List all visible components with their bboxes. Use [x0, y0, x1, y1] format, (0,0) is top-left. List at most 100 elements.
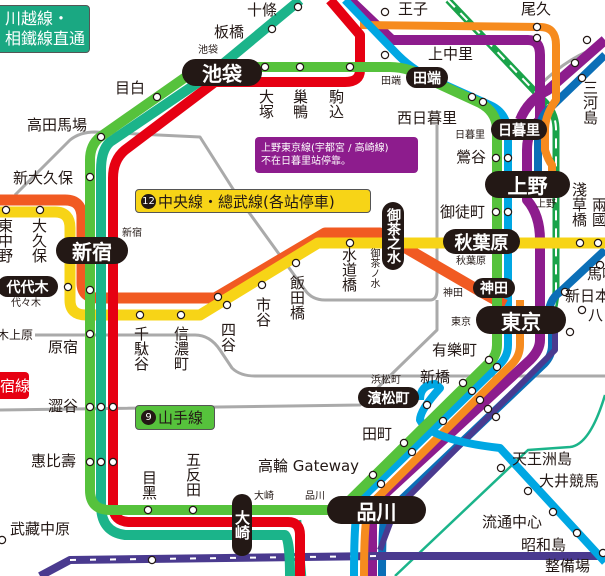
- station-dot[interactable]: [565, 327, 575, 337]
- station-dot[interactable]: [257, 280, 267, 290]
- station-dot[interactable]: [598, 548, 605, 558]
- station-dot[interactable]: [380, 7, 390, 17]
- station-nishinippori[interactable]: 西日暮里: [397, 109, 458, 127]
- station-musashi-nakahara[interactable]: 武藏中原: [10, 520, 71, 538]
- station-kanda[interactable]: 神田: [473, 278, 515, 298]
- station-osaki[interactable]: 大崎: [232, 494, 252, 556]
- station-dot[interactable]: [35, 205, 45, 215]
- station-shinjuku[interactable]: 新宿: [56, 237, 128, 264]
- station-otsuka[interactable]: 大塚: [257, 89, 275, 119]
- station-seibijo[interactable]: 整備場: [545, 557, 591, 575]
- station-shinanomachi[interactable]: 信濃町: [172, 326, 190, 371]
- station-dot[interactable]: [85, 457, 95, 467]
- station-yurakucho[interactable]: 有樂町: [432, 341, 478, 359]
- station-komagome[interactable]: 駒込: [327, 89, 345, 119]
- station-dot[interactable]: [575, 238, 585, 248]
- station-okachimachi[interactable]: 御徒町: [440, 203, 486, 221]
- station-ikebukuro[interactable]: 池袋: [182, 59, 262, 86]
- station-oi-keibajo[interactable]: 大井競馬: [539, 472, 600, 490]
- station-dot[interactable]: [291, 258, 301, 268]
- station-dot[interactable]: [1, 205, 11, 215]
- station-ryutsu-center[interactable]: 流通中心: [482, 513, 543, 531]
- station-dot[interactable]: [582, 35, 592, 45]
- station-dot[interactable]: [478, 97, 488, 107]
- station-dot[interactable]: [222, 300, 232, 310]
- station-dot[interactable]: [63, 282, 73, 292]
- station-dot[interactable]: [345, 238, 355, 248]
- station-dot[interactable]: [570, 58, 580, 68]
- station-dot[interactable]: [176, 310, 186, 320]
- station-ebisu[interactable]: 惠比壽: [31, 452, 77, 470]
- station-dot[interactable]: [491, 207, 501, 217]
- station-dot[interactable]: [496, 463, 506, 473]
- station-shin-nihombashi[interactable]: 新日本: [565, 287, 605, 305]
- station-dot[interactable]: [188, 505, 198, 515]
- station-dot[interactable]: [491, 412, 501, 422]
- station-shibuya[interactable]: 澀谷: [48, 397, 79, 415]
- station-bakuro[interactable]: 馬喰: [587, 265, 605, 283]
- station-hamamatsucho[interactable]: 濱松町: [358, 387, 419, 408]
- station-takanawa-gateway[interactable]: 高輪 Gateway: [258, 457, 360, 475]
- station-dot[interactable]: [85, 329, 95, 339]
- station-dot[interactable]: [548, 507, 558, 517]
- station-dot[interactable]: [0, 535, 7, 545]
- station-dot[interactable]: [96, 132, 106, 142]
- station-dot[interactable]: [422, 400, 432, 410]
- station-dot[interactable]: [143, 505, 153, 515]
- station-dot[interactable]: [213, 292, 223, 302]
- station-dot[interactable]: [368, 470, 378, 480]
- station-sendagaya[interactable]: 千駄谷: [132, 326, 150, 371]
- station-dot[interactable]: [484, 355, 494, 365]
- station-suidobashi[interactable]: 水道橋: [340, 247, 358, 292]
- station-dot[interactable]: [85, 402, 95, 412]
- station-ichigaya[interactable]: 市谷: [254, 297, 272, 327]
- station-dot[interactable]: [523, 486, 533, 496]
- station-dot[interactable]: [380, 50, 390, 60]
- station-dot[interactable]: [491, 153, 501, 163]
- station-oji[interactable]: 王子: [398, 0, 429, 18]
- station-shimbashi[interactable]: 新橋: [420, 368, 451, 386]
- station-tennozu-isle[interactable]: 天王洲島: [512, 450, 573, 468]
- station-dot[interactable]: [108, 402, 118, 412]
- station-dot[interactable]: [96, 402, 106, 412]
- station-dot[interactable]: [560, 287, 570, 297]
- station-dot[interactable]: [572, 528, 582, 538]
- station-mikawashima[interactable]: 三河島: [581, 80, 599, 125]
- station-shinagawa[interactable]: 品川: [327, 496, 426, 524]
- station-tokyo[interactable]: 東京: [476, 306, 566, 334]
- station-harajuku[interactable]: 原宿: [48, 338, 79, 356]
- station-dot[interactable]: [532, 33, 542, 43]
- station-dot[interactable]: [295, 62, 305, 72]
- station-dot[interactable]: [438, 416, 448, 426]
- station-ochanomizu[interactable]: 御茶之水: [382, 202, 404, 270]
- station-dot[interactable]: [577, 73, 587, 83]
- station-showajima[interactable]: 昭和島: [521, 536, 567, 554]
- station-jujo[interactable]: 十條: [247, 1, 278, 19]
- station-dot[interactable]: [152, 92, 162, 102]
- station-hatchobori[interactable]: 八: [588, 306, 604, 324]
- station-iidabashi[interactable]: 飯田橋: [288, 275, 306, 320]
- station-dot[interactable]: [503, 153, 513, 163]
- station-dot[interactable]: [467, 92, 477, 102]
- station-dot[interactable]: [532, 22, 542, 32]
- station-ueno[interactable]: 上野: [485, 171, 570, 198]
- station-dot[interactable]: [593, 238, 603, 248]
- station-dot[interactable]: [147, 555, 157, 565]
- station-akihabara[interactable]: 秋葉原: [443, 229, 520, 254]
- station-yotsuya[interactable]: 四谷: [219, 322, 237, 352]
- station-dot[interactable]: [345, 62, 355, 72]
- station-itabashi[interactable]: 板橋: [214, 23, 245, 41]
- station-dot[interactable]: [135, 310, 145, 320]
- station-dot[interactable]: [577, 305, 587, 315]
- station-dot[interactable]: [399, 438, 409, 448]
- station-dot[interactable]: [267, 24, 277, 34]
- station-dot[interactable]: [483, 404, 493, 414]
- station-higashi-nakano[interactable]: 東中野: [0, 218, 14, 263]
- station-kaminakazato[interactable]: 上中里: [428, 45, 474, 63]
- station-gotanda[interactable]: 五反田: [184, 452, 202, 497]
- station-dot[interactable]: [458, 378, 468, 388]
- station-dot[interactable]: [492, 362, 502, 372]
- station-dot[interactable]: [503, 207, 513, 217]
- station-dot[interactable]: [293, 2, 303, 12]
- station-dot[interactable]: [85, 285, 95, 295]
